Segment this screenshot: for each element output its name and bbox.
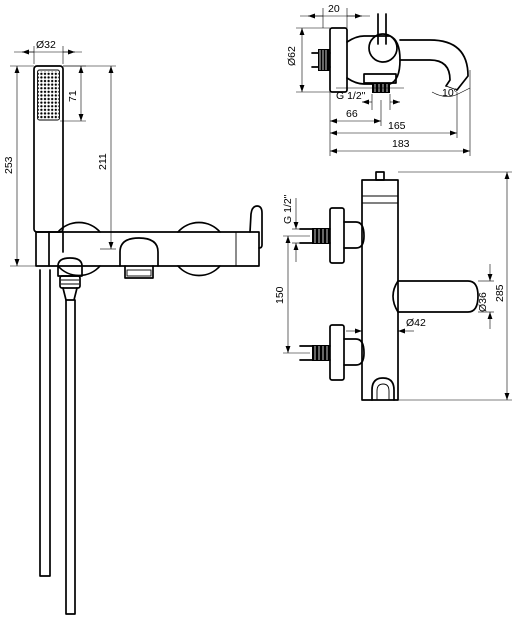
dim-total-projection: 183: [329, 70, 471, 156]
svg-text:165: 165: [388, 120, 406, 132]
dim-rosette-diameter: Ø62: [286, 27, 330, 93]
svg-text:10°: 10°: [442, 87, 458, 99]
svg-text:Ø42: Ø42: [406, 317, 426, 329]
wall-rosette: [329, 27, 348, 93]
hand-shower: [33, 65, 64, 233]
svg-text:G 1/2": G 1/2": [336, 90, 366, 102]
mixer-body-side: [361, 171, 399, 401]
spout-side: [397, 280, 479, 313]
svg-text:Ø36: Ø36: [477, 292, 489, 312]
svg-text:G 1/2": G 1/2": [282, 194, 294, 224]
front-view: Ø32 253 71 211: [3, 39, 263, 615]
spout-top: [399, 39, 469, 91]
dim-spout-projection: 165: [330, 92, 458, 138]
shower-nozzle-grid: [38, 71, 59, 119]
mixer-lever: [249, 205, 263, 249]
bottom-connector: [363, 73, 397, 93]
hose-connector: [57, 257, 83, 301]
mixer-body: [35, 221, 260, 277]
shower-hose-right: [65, 299, 76, 615]
svg-text:285: 285: [494, 284, 506, 302]
dim-holder-height: 211: [63, 65, 116, 250]
svg-text:211: 211: [97, 153, 109, 170]
dim-inlet-spacing: 150: [274, 235, 310, 354]
svg-text:20: 20: [328, 3, 340, 15]
svg-text:253: 253: [3, 156, 15, 174]
dim-body-depth: 20: [300, 3, 370, 28]
dim-hand-shower-diameter: Ø32: [14, 39, 82, 64]
svg-text:Ø32: Ø32: [36, 39, 56, 51]
svg-text:71: 71: [67, 90, 79, 102]
svg-text:150: 150: [274, 286, 286, 304]
spout-outlet: [119, 237, 159, 279]
upper-inlet: [299, 207, 365, 264]
shower-holder-hook: [371, 377, 395, 401]
dim-thread-top: G 1/2": [336, 87, 404, 110]
inlet-stub: [311, 49, 331, 71]
shower-hose-left: [39, 269, 51, 577]
top-view: 20 Ø62 G 1/2" 66 165: [286, 3, 471, 156]
side-view: G 1/2" 150 Ø36 285 Ø42: [274, 171, 512, 401]
dim-body-height: 285: [398, 171, 512, 401]
dim-body-diameter: Ø42: [346, 317, 426, 334]
lower-inlet: [299, 324, 365, 381]
svg-text:183: 183: [392, 138, 410, 150]
dim-to-axis: 66: [329, 92, 382, 126]
dim-thread-side: G 1/2": [282, 194, 300, 262]
dim-total-height: 253: [3, 65, 36, 267]
dim-spout-angle: 10°: [431, 87, 471, 99]
dim-spout-diameter: Ø36: [477, 264, 494, 329]
svg-text:66: 66: [346, 108, 358, 120]
svg-text:Ø62: Ø62: [286, 46, 298, 66]
dim-nozzle-height: 71: [60, 65, 86, 122]
